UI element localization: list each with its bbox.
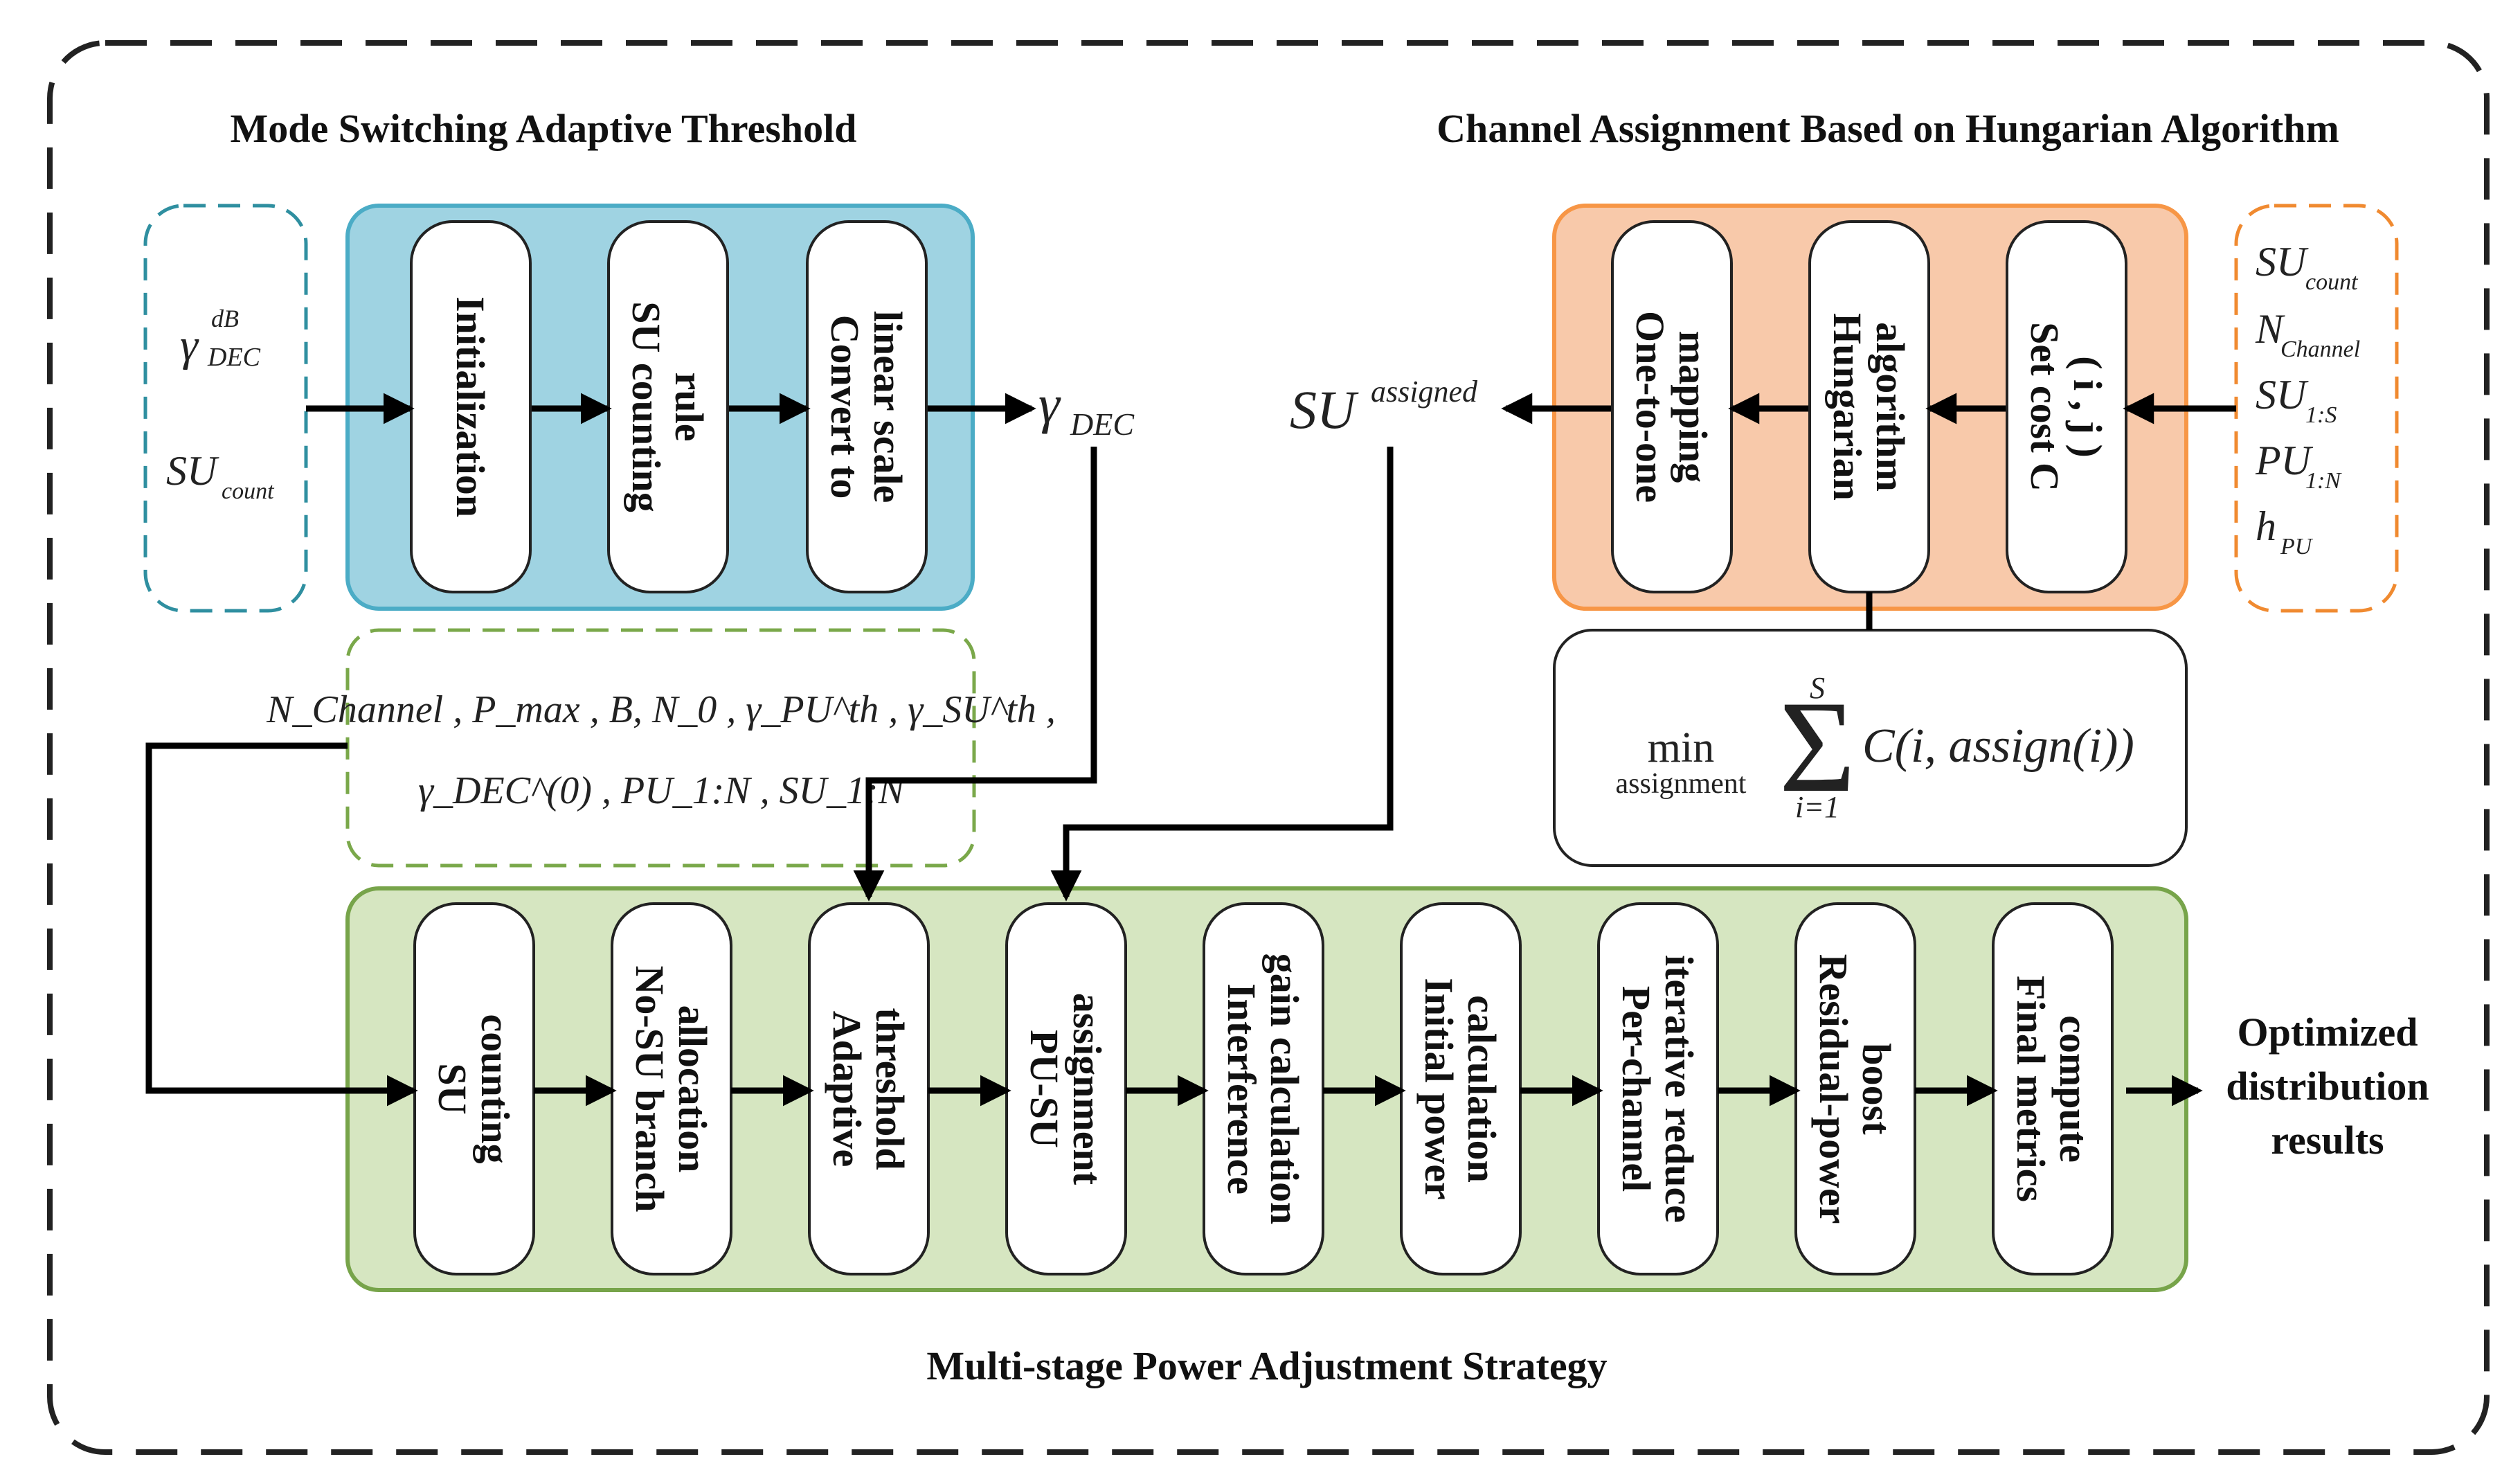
svg-text:SU: SU — [1290, 379, 1359, 440]
svg-text:SU: SU — [2256, 372, 2309, 418]
hungarian-steps: One-to-onemapping Hungarianalgorithm Set c… — [1611, 220, 2127, 593]
mode-switching-title: Mode Switching Adaptive Threshold — [230, 106, 856, 151]
power-step-pu-su-assignment: PU-SUassignment — [1005, 902, 1127, 1275]
svg-text:DEC: DEC — [207, 343, 261, 372]
svg-text:PU-SUassignment: PU-SUassignment — [1022, 993, 1110, 1185]
svg-text:Convert tolinear scale: Convert tolinear scale — [822, 311, 910, 503]
hungarian-input-su-count: SUcount — [2256, 239, 2359, 295]
svg-text:assigned: assigned — [1371, 375, 1478, 409]
hungarian-step-hungarian-algorithm: Hungarianalgorithm — [1808, 220, 1930, 593]
hungarian-step-one-to-one-mapping: One-to-onemapping — [1611, 220, 1733, 593]
svg-text:S: S — [1810, 671, 1825, 705]
svg-text:results: results — [2271, 1118, 2384, 1163]
svg-text:Channel: Channel — [2280, 337, 2360, 362]
svg-text:Optimized: Optimized — [2238, 1010, 2418, 1055]
svg-text:Initialization: Initialization — [448, 296, 493, 517]
mode-step-su-counting-rule: SU countingrule — [607, 220, 729, 593]
svg-text:SU: SU — [2256, 239, 2309, 285]
mode-step-convert-to-linear-scale: Convert tolinear scale — [806, 220, 928, 593]
parameters-formula: N_Channel , P_max , B, N_0 , γ_PU^th , γ… — [266, 688, 1056, 812]
svg-text:Residual-powerboost: Residual-powerboost — [1811, 954, 1899, 1224]
svg-text:distribution: distribution — [2226, 1064, 2429, 1109]
su-assigned-output: SU assigned — [1290, 375, 1478, 440]
svg-text:SUcounting: SUcounting — [430, 1014, 518, 1164]
svg-text:γ: γ — [180, 320, 199, 370]
svg-text:Initial powercalculation: Initial powercalculation — [1416, 978, 1504, 1200]
multi-stage-title: Multi-stage Power Adjustment Strategy — [926, 1343, 1607, 1388]
mode-input-su-count: SU count — [166, 448, 275, 504]
power-step-residual-power-boost: Residual-powerboost — [1794, 902, 1916, 1275]
power-step-interference-gain-calculation: Interferencegain calculation — [1203, 902, 1324, 1275]
svg-text:Per-channeliterative reduce: Per-channeliterative reduce — [1614, 955, 1702, 1223]
svg-text:N: N — [2255, 306, 2285, 352]
svg-text:Adaptivethreshold: Adaptivethreshold — [825, 1008, 912, 1170]
objective-formula: min assignment Σ S i=1 C(i, assign(i)) — [1616, 671, 2134, 824]
svg-text:γ: γ — [1038, 374, 1061, 434]
svg-text:PU: PU — [2280, 534, 2314, 560]
power-step-su-counting: SUcounting — [413, 902, 535, 1275]
hungarian-input-su-1-s: SU1:S — [2256, 372, 2337, 428]
svg-text:dB: dB — [211, 305, 239, 332]
power-step-final-metrics-compute: Final metricscompute — [1992, 902, 2114, 1275]
arrow-gamma-to-adaptive-threshold — [853, 447, 1097, 902]
svg-text:Hungarianalgorithm: Hungarianalgorithm — [1825, 313, 1913, 501]
svg-text:γ_DEC^(0) , PU_1:N , SU_1:N: γ_DEC^(0) , PU_1:N , SU_1:N — [418, 769, 906, 812]
svg-text:count: count — [222, 478, 275, 504]
outer-dashed-frame — [47, 40, 2490, 1455]
svg-text:min: min — [1648, 724, 1714, 771]
svg-text:count: count — [2305, 269, 2359, 295]
hungarian-input-pu-1-n: PU1:N — [2255, 438, 2342, 494]
svg-text:i=1: i=1 — [1795, 790, 1839, 824]
svg-text:SU countingrule: SU countingrule — [624, 301, 712, 512]
parameters-dashed-box — [345, 628, 976, 868]
svg-text:No-SU branchallocation: No-SU branchallocation — [627, 965, 715, 1212]
output-label: Optimized distribution results — [2226, 1010, 2429, 1163]
svg-text:assignment: assignment — [1616, 768, 1747, 800]
mode-step-initialization: Initialization — [410, 220, 532, 593]
mode-inputs-dashed-box — [143, 204, 308, 613]
svg-text:h: h — [2256, 503, 2276, 549]
hungarian-step-set-cost-c-i-j: Set cost C( i , j ) — [2006, 220, 2127, 593]
svg-text:Set cost C( i , j ): Set cost C( i , j ) — [2022, 322, 2110, 492]
power-step-adaptive-threshold: Adaptivethreshold — [808, 902, 930, 1275]
power-step-initial-power-calculation: Initial powercalculation — [1400, 902, 1522, 1275]
svg-text:1:S: 1:S — [2305, 402, 2337, 428]
gamma-dec-output: γ DEC — [1038, 374, 1135, 442]
power-step-per-channel-iterative-reduce: Per-channeliterative reduce — [1597, 902, 1719, 1275]
mode-switching-steps: Initialization SU countingrule Convert tol… — [410, 220, 928, 593]
power-adjustment-steps: SUcounting No-SU branchallocation Adaptive… — [413, 902, 2114, 1275]
svg-text:Σ: Σ — [1779, 674, 1856, 820]
arrow-parameters-to-su-counting — [145, 742, 418, 1107]
svg-text:PU: PU — [2255, 438, 2314, 483]
channel-assignment-title: Channel Assignment Based on Hungarian Al… — [1437, 106, 2339, 151]
svg-text:SU: SU — [166, 448, 219, 494]
flow-arrows — [145, 393, 2236, 1107]
svg-text:One-to-onemapping: One-to-onemapping — [1628, 311, 1716, 503]
mode-input-gamma-db: γ dB DEC — [180, 305, 261, 372]
svg-text:Interferencegain calculation: Interferencegain calculation — [1219, 954, 1307, 1225]
svg-text:C(i, assign(i)): C(i, assign(i)) — [1862, 719, 2134, 773]
arrow-su-assigned-to-pu-su — [1050, 447, 1394, 902]
svg-text:N_Channel , P_max , B, N_0 , γ: N_Channel , P_max , B, N_0 , γ_PU^th , γ… — [266, 688, 1056, 731]
svg-text:Final metricscompute: Final metricscompute — [2008, 976, 2096, 1202]
svg-text:DEC: DEC — [1070, 406, 1135, 442]
svg-text:1:N: 1:N — [2305, 468, 2342, 494]
power-step-no-su-branch-allocation: No-SU branchallocation — [611, 902, 732, 1275]
